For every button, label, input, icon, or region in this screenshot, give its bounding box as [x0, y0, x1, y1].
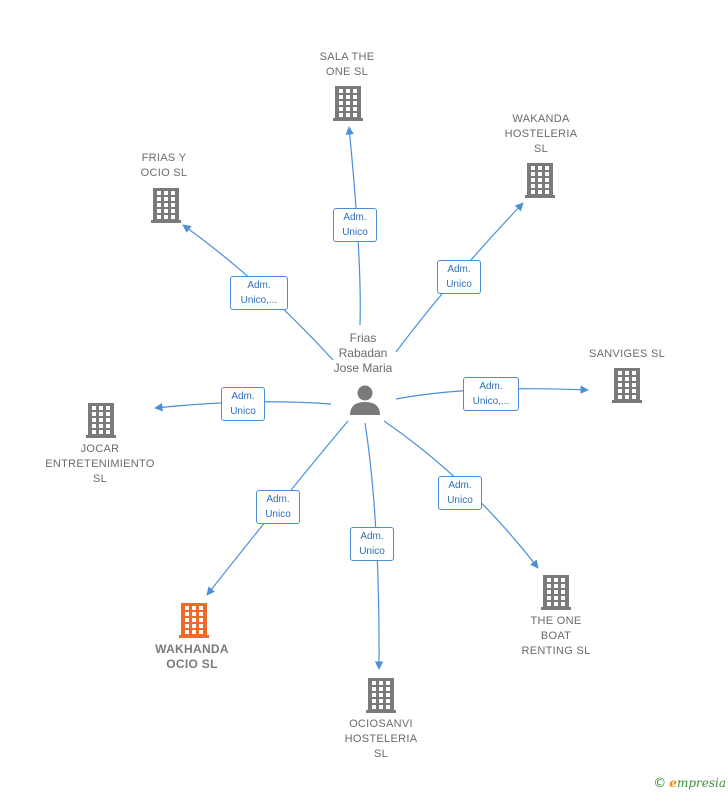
company-label-ociosanvi[interactable]: OCIOSANVI HOSTELERIA SL: [344, 718, 418, 760]
relation-label-ociosanvi[interactable]: Adm. Unico: [350, 527, 394, 561]
building-icon[interactable]: [541, 575, 571, 610]
building-icon[interactable]: [86, 403, 116, 438]
company-label-the-one-boat[interactable]: THE ONE BOAT RENTING SL: [521, 615, 591, 657]
relation-label-wakanda-hosteleria[interactable]: Adm. Unico: [437, 260, 481, 294]
copyright-icon: ©: [653, 776, 667, 791]
relation-label-sala[interactable]: Adm. Unico: [333, 208, 377, 242]
relation-label-wakhanda-ocio[interactable]: Adm. Unico: [256, 490, 300, 524]
building-icon[interactable]: [366, 678, 396, 713]
company-label-sala[interactable]: SALA THE ONE SL: [319, 51, 375, 78]
company-label-wakhanda-ocio[interactable]: WAKHANDA OCIO SL: [155, 642, 229, 671]
relation-label-the-one-boat[interactable]: Adm. Unico: [438, 476, 482, 510]
building-icon[interactable]: [179, 603, 209, 638]
company-label-jocar[interactable]: JOCAR ENTRETENIMIENTO SL: [45, 443, 155, 485]
company-label-wakanda-hosteleria[interactable]: WAKANDA HOSTELERIA SL: [504, 113, 578, 155]
relation-label-jocar[interactable]: Adm. Unico: [221, 387, 265, 421]
center-person-label[interactable]: Frias Rabadan Jose Maria: [333, 331, 393, 375]
edge-sala: [345, 126, 361, 326]
building-icon[interactable]: [612, 368, 642, 403]
relation-label-frias-ocio[interactable]: Adm. Unico,...: [230, 276, 288, 310]
building-icon[interactable]: [333, 86, 363, 121]
building-icon[interactable]: [151, 188, 181, 223]
brand-logo-initial: e: [669, 776, 677, 790]
company-label-sanviges[interactable]: SANVIGES SL: [588, 348, 666, 360]
building-icon[interactable]: [525, 163, 555, 198]
person-icon[interactable]: [348, 384, 382, 416]
empresia-watermark[interactable]: ©empresia: [653, 776, 726, 791]
relation-label-sanviges[interactable]: Adm. Unico,...: [463, 377, 519, 411]
brand-logo-text: mpresia: [676, 776, 726, 790]
company-label-frias-ocio[interactable]: FRIAS Y OCIO SL: [140, 152, 188, 179]
